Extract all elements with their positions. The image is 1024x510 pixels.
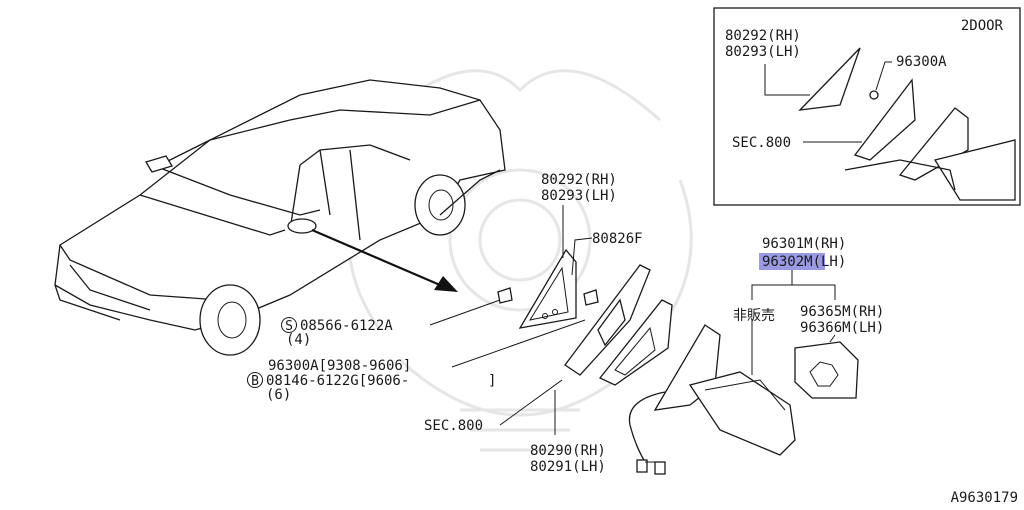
- door-panel-rh-label: 80290(RH): [530, 443, 606, 459]
- screw-b-part: 08146-6122G[9606-: [266, 373, 409, 389]
- screw-b-line1: 96300A[9308-9606]: [268, 358, 411, 374]
- car-illustration: [54, 79, 506, 356]
- inset-part-80292-label: 80292(RH): [725, 28, 801, 44]
- door-panel-part: [598, 299, 673, 386]
- finisher-lh-label: 80293(LH): [541, 188, 617, 204]
- inset-part-80293-label: 80293(LH): [725, 44, 801, 60]
- screw-s-part: 08566-6122A: [300, 318, 393, 334]
- screw-b-bracket: ]: [488, 373, 496, 389]
- screw-b-symbol: B: [251, 374, 259, 389]
- not-sold-label: 非販売: [733, 308, 775, 324]
- inset-2door: 2DOOR 80292(RH) 80293(LH) 96300A SEC.800: [713, 7, 1021, 206]
- mirror-assy-rh-label: 96301M(RH): [762, 236, 846, 252]
- screw-b-callout: 96300A[9308-9606] B 08146-6122G[9606- ] …: [247, 358, 496, 403]
- screw-s-qty: (4): [286, 332, 311, 348]
- screw-part: [497, 287, 599, 306]
- screw-s-symbol: S: [285, 319, 293, 334]
- highlight-96302m: [759, 253, 825, 270]
- mirror-assy-lh-label: 96302M(LH): [762, 254, 846, 270]
- screw-s-callout: S 08566-6122A (4): [281, 317, 393, 348]
- finisher-part: [518, 248, 577, 329]
- screw-b-qty: (6): [266, 387, 291, 403]
- mirror-assy-part: [653, 324, 796, 456]
- diagram-id: A9630179: [951, 490, 1018, 506]
- inset-mirror-base: [898, 107, 969, 181]
- wire-harness: [628, 391, 666, 475]
- finisher-rh-label: 80292(RH): [541, 172, 617, 188]
- inset-sec-label: SEC.800: [732, 135, 791, 151]
- leader-lines: [429, 205, 836, 435]
- sec-800-label: SEC.800: [424, 418, 483, 434]
- glass-rh-label: 96365M(RH): [800, 304, 884, 320]
- gasket-part: [564, 264, 651, 376]
- door-panel-lh-label: 80291(LH): [530, 459, 606, 475]
- inset-screw-label: 96300A: [896, 54, 947, 70]
- mirror-glass-part: [794, 341, 859, 399]
- inset-header: 2DOOR: [961, 18, 1004, 34]
- inset-gasket-part: [853, 78, 916, 161]
- glass-lh-label: 96366M(LH): [800, 320, 884, 336]
- pointer-arrow: [311, 228, 458, 292]
- inset-finisher-part: [798, 47, 861, 111]
- inset-screw-part: [869, 90, 879, 100]
- gasket-label: 80826F: [592, 231, 643, 247]
